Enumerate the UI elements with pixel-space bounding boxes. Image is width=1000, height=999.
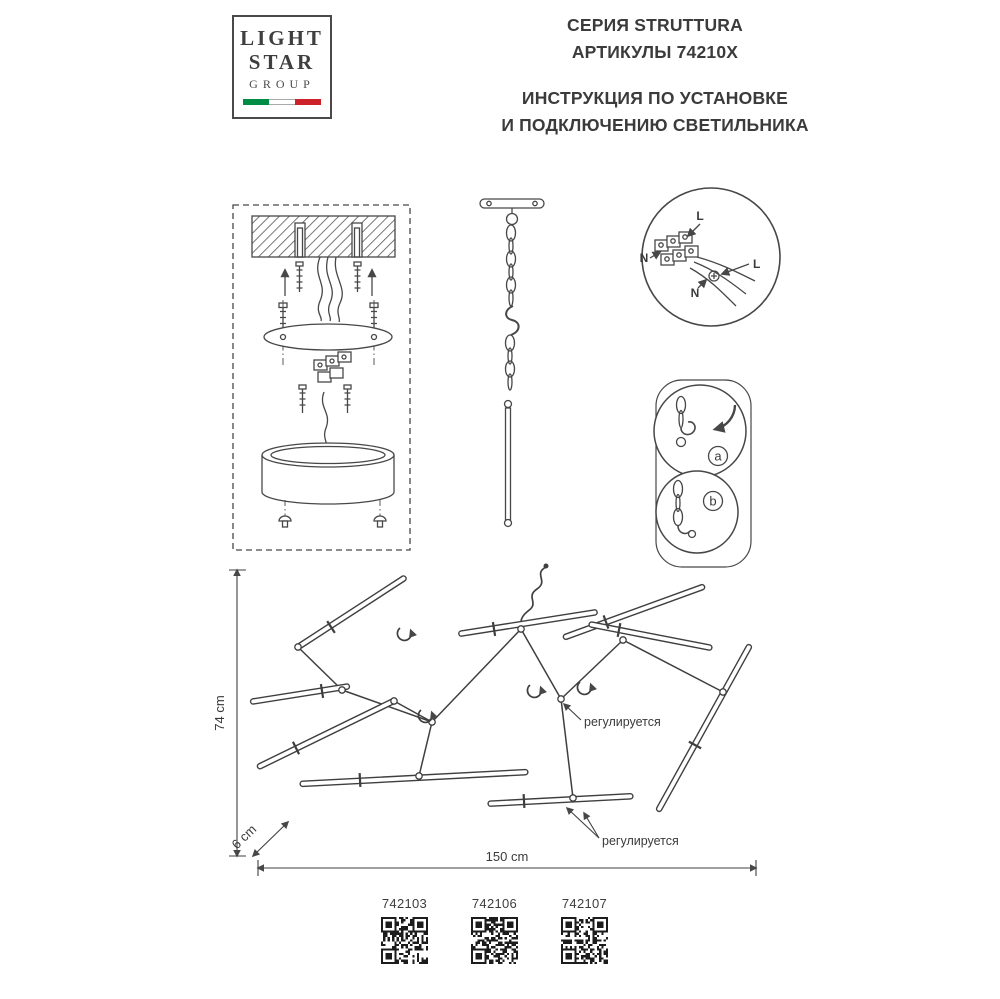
italian-flag-stripes (234, 99, 330, 105)
qr-code-3 (561, 917, 608, 964)
lightstar-logo: LIGHT STAR GROUP (232, 15, 332, 119)
rotate-arrow-icon (712, 404, 737, 433)
logo-text-light: LIGHT (240, 26, 324, 50)
qr-label-2: 742106 (471, 896, 518, 911)
instruction-title-line2: И ПОДКЛЮЧЕНИЮ СВЕТИЛЬНИКА (501, 115, 809, 135)
wiring-detail-diagram: L N L N (640, 187, 781, 327)
socket-ticks (291, 615, 702, 809)
chandelier-diagram (249, 563, 753, 813)
tube-lamps (249, 575, 753, 813)
flag-green-stripe (243, 99, 269, 105)
qr-label-3: 742107 (561, 896, 608, 911)
adjustable-callouts: регулируется регулируется (562, 702, 679, 848)
depth-dimension-label: 6 cm (229, 822, 260, 852)
flag-red-stripe (295, 99, 321, 105)
logo-text-group: GROUP (249, 77, 315, 91)
suspension-diagram (479, 198, 545, 528)
qr-item-1: 742103 (378, 897, 431, 964)
wire-label-n-left: N (640, 251, 649, 265)
detail-label-a: a (714, 449, 722, 464)
qr-section: 742103 742106 742107 (378, 897, 611, 964)
height-dimension-label: 74 cm (212, 695, 227, 730)
wire-label-l-top: L (696, 209, 703, 223)
adjustable-label-1: регулируется (584, 715, 661, 729)
adjustment-detail-diagrams: a b (653, 379, 752, 568)
qr-label-1: 742103 (381, 896, 428, 911)
rotation-arrow-icons (396, 627, 598, 724)
logo-text-star: STAR (248, 50, 316, 74)
ceiling-assembly-diagram (232, 204, 411, 551)
joint-nodes (294, 625, 727, 802)
terminal-block-small (313, 351, 352, 383)
wire-label-l-right: L (753, 257, 760, 271)
qr-item-3: 742107 (558, 897, 611, 964)
instruction-title-line1: ИНСТРУКЦИЯ ПО УСТАНОВКЕ (521, 88, 789, 108)
power-cord (520, 566, 547, 623)
dimension-annotations: 74 cm 6 cm 150 cm (212, 568, 758, 876)
width-dimension-label: 150 cm (486, 849, 529, 864)
detail-label-b: b (709, 494, 716, 509)
qr-code-1 (381, 917, 428, 964)
flag-white-stripe (269, 99, 295, 105)
qr-code-2 (471, 917, 518, 964)
series-title: СЕРИЯ STRUTTURA (567, 15, 743, 35)
header-text: СЕРИЯ STRUTTURA АРТИКУЛЫ 74210X ИНСТРУКЦ… (455, 12, 855, 139)
articles-title: АРТИКУЛЫ 74210X (571, 42, 739, 62)
wire-label-n-bottom: N (691, 286, 700, 300)
adjustable-label-2: регулируется (602, 834, 679, 848)
qr-item-2: 742106 (468, 897, 521, 964)
